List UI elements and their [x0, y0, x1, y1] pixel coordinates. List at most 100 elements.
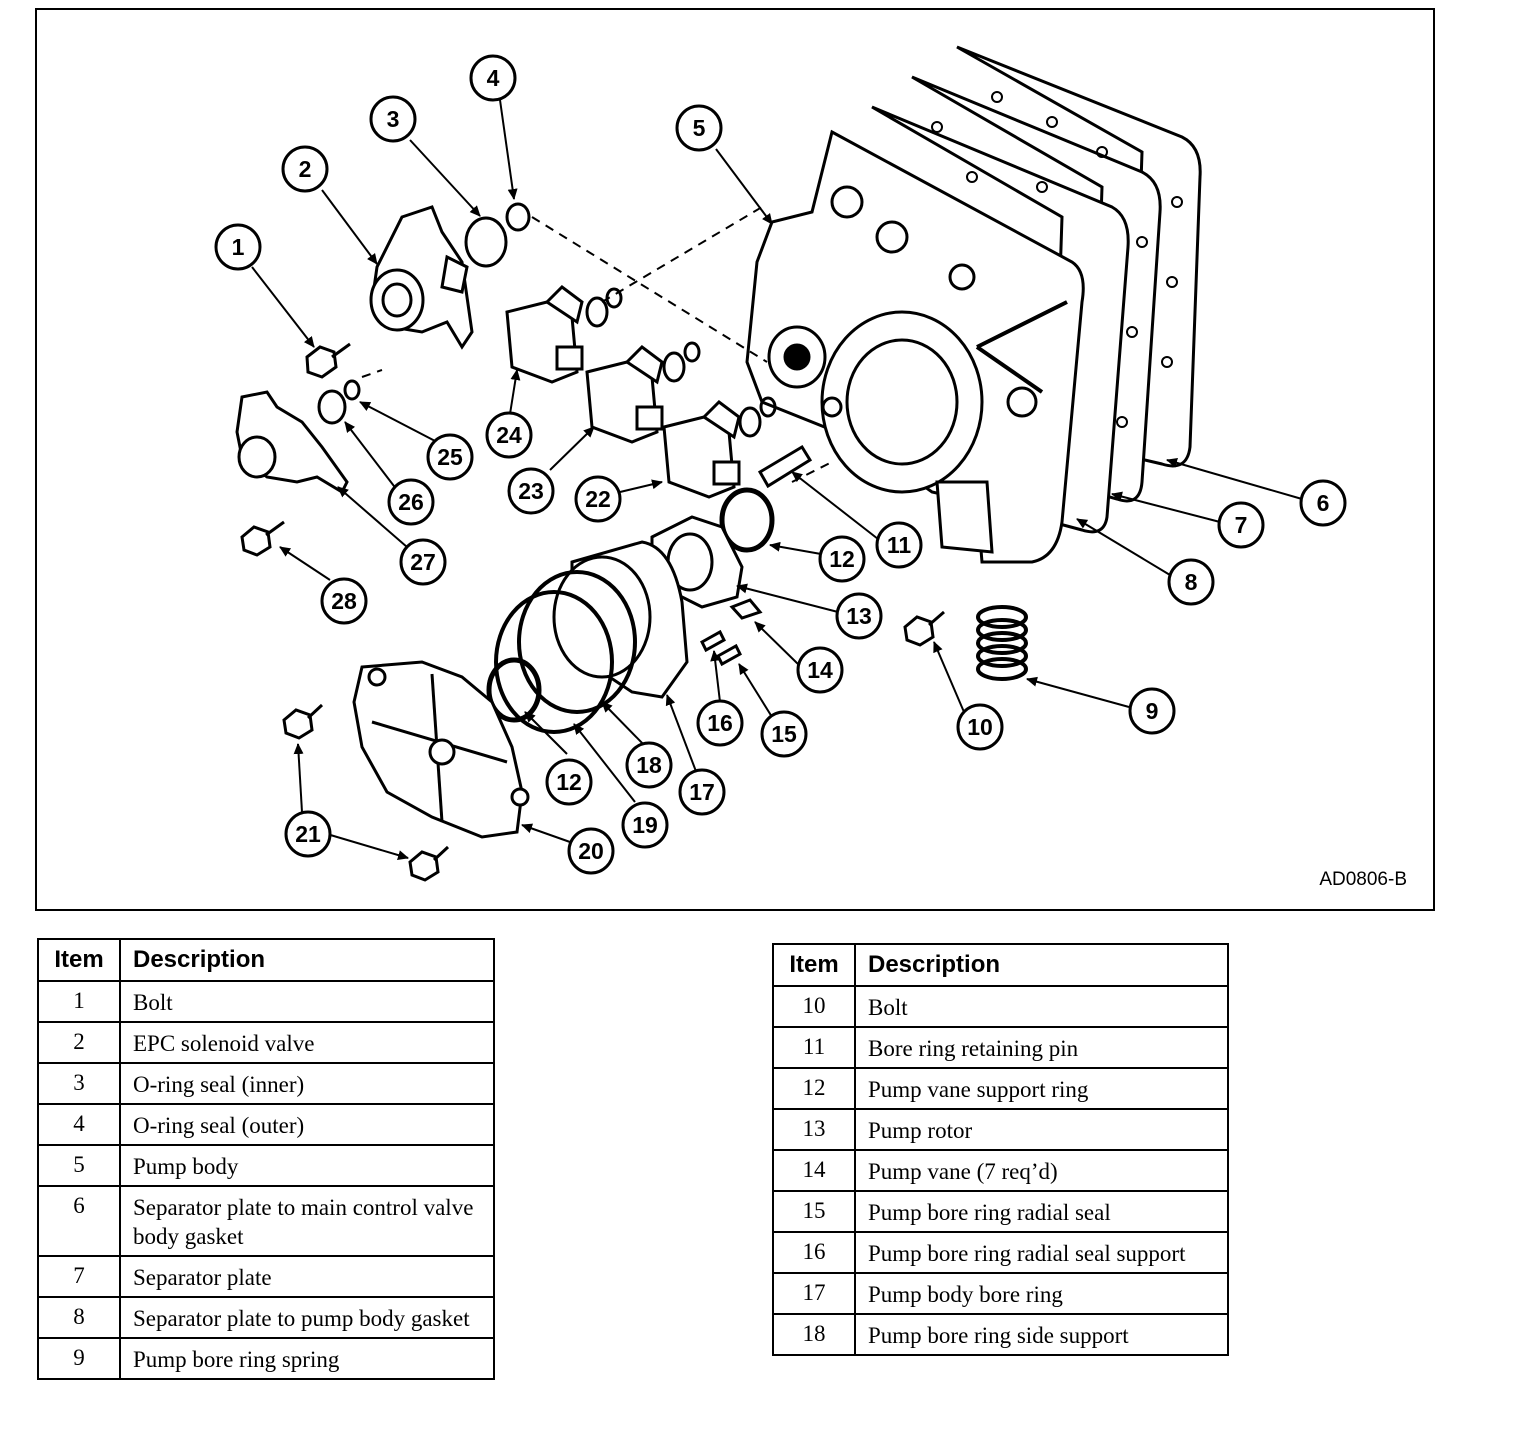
callout-label-13: 13: [846, 603, 872, 629]
o-ring-26: [317, 389, 347, 425]
callout-25: [426, 433, 474, 481]
item-number: 12: [772, 1067, 856, 1110]
callout-label-27: 27: [410, 549, 436, 575]
callout-label-7: 7: [1235, 512, 1248, 538]
diagram-drawing: 1 2 3 4 5 6 7 8 9 10 11 12 13 14 15 16 1…: [214, 45, 1347, 882]
callout-label-10: 10: [967, 714, 993, 740]
callout-label-5: 5: [693, 115, 706, 141]
callout-label-1: 1: [232, 234, 245, 260]
item-number: 4: [37, 1103, 121, 1146]
vane-support-ring-upper: [719, 487, 775, 553]
callout-28: [320, 577, 368, 625]
callout-label-26: 26: [398, 489, 424, 515]
callout-label-12-lower: 12: [556, 769, 582, 795]
callout-label-15: 15: [771, 721, 797, 747]
pump-bore-ring-spring: [976, 605, 1028, 681]
callout-21: [284, 810, 332, 858]
bolt-10: [903, 610, 945, 647]
item-number: 7: [37, 1255, 121, 1298]
callout-22: [574, 475, 622, 523]
callout-label-14: 14: [807, 657, 833, 683]
exploded-diagram: 1 2 3 4 5 6 7 8 9 10 11 12 13 14 15 16 1…: [35, 8, 1435, 911]
item-description: O-ring seal (outer): [119, 1103, 495, 1146]
o-ring-19: [494, 590, 614, 734]
callout-4: [469, 54, 517, 102]
o-ring-outer: [505, 202, 531, 232]
callout-label-22: 22: [585, 486, 611, 512]
callout-8: [1167, 558, 1215, 606]
callout-20: [567, 827, 615, 875]
item-description: Separator plate to main control valve bo…: [119, 1185, 495, 1257]
legend-left-item-header: Item: [37, 938, 121, 982]
item-number: 13: [772, 1108, 856, 1151]
item-number: 10: [772, 985, 856, 1028]
callout-6: [1299, 479, 1347, 527]
item-description: Separator plate: [119, 1255, 495, 1298]
item-number: 6: [37, 1185, 121, 1257]
solenoid-lower: [235, 390, 349, 495]
pump-body: [745, 129, 1085, 564]
legend-right-item-header: Item: [772, 943, 856, 987]
vane-support-ring-lower: [486, 657, 542, 723]
callout-10: [956, 703, 1004, 751]
callout-label-11: 11: [887, 532, 912, 558]
item-number: 3: [37, 1062, 121, 1105]
item-description: Bolt: [854, 985, 1229, 1028]
item-number: 14: [772, 1149, 856, 1192]
item-description: O-ring seal (inner): [119, 1062, 495, 1105]
callout-1: [214, 223, 262, 271]
legend-right-desc-header: Description: [854, 943, 1229, 987]
item-description: Separator plate to pump body gasket: [119, 1296, 495, 1339]
bolt-21-lower: [408, 845, 450, 882]
callout-24: [485, 411, 533, 459]
callout-5: [675, 104, 723, 152]
callout-13: [835, 592, 883, 640]
o-ring-25: [343, 379, 361, 401]
item-description: Pump vane support ring: [854, 1067, 1229, 1110]
radial-seal: [716, 643, 742, 667]
callout-26: [387, 478, 435, 526]
item-description: Pump bore ring radial seal support: [854, 1231, 1229, 1274]
epc-solenoid-valve: [369, 205, 474, 350]
legend-left-desc-header: Description: [119, 938, 495, 982]
callout-23: [507, 467, 555, 515]
callout-7: [1217, 501, 1265, 549]
item-number: 11: [772, 1026, 856, 1069]
item-description: Pump bore ring spring: [119, 1337, 495, 1380]
item-number: 1: [37, 980, 121, 1023]
solenoid-22: [662, 400, 741, 499]
callout-label-18: 18: [636, 752, 662, 778]
callout-label-23: 23: [518, 478, 544, 504]
item-number: 5: [37, 1144, 121, 1187]
callout-label-2: 2: [299, 156, 312, 182]
item-number: 8: [37, 1296, 121, 1339]
solenoid-24: [505, 285, 584, 384]
callout-label-8: 8: [1185, 569, 1198, 595]
callout-label-28: 28: [331, 588, 357, 614]
callout-19: [621, 801, 669, 849]
callout-label-20: 20: [578, 838, 604, 864]
callout-label-25: 25: [437, 444, 463, 470]
callout-17: [678, 768, 726, 816]
figure-code: AD0806-B: [1319, 869, 1407, 890]
callout-label-19: 19: [632, 812, 658, 838]
callout-27: [399, 538, 447, 586]
item-description: EPC solenoid valve: [119, 1021, 495, 1064]
callout-15: [760, 710, 808, 758]
callout-label-9: 9: [1146, 698, 1159, 724]
item-description: Pump vane (7 req’d): [854, 1149, 1229, 1192]
callout-3: [369, 95, 417, 143]
item-number: 16: [772, 1231, 856, 1274]
